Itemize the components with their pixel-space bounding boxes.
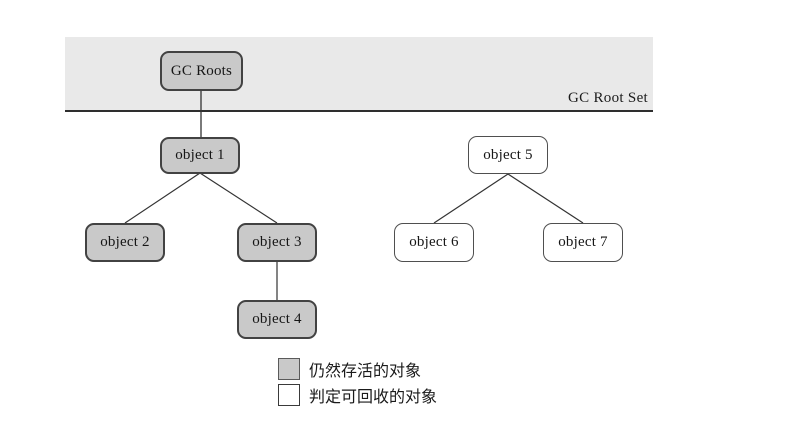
legend-row-recyclable: 判定可回收的对象 (278, 384, 437, 406)
node-object-7: object 7 (543, 223, 623, 262)
legend-label-recyclable: 判定可回收的对象 (309, 389, 438, 406)
node-gc-roots-label: GC Roots (170, 62, 233, 79)
node-object-2-label: object 2 (100, 234, 150, 250)
edge-object1-object3 (199, 172, 278, 224)
node-object-4-label: object 4 (252, 311, 302, 327)
node-object-5-label: object 5 (483, 146, 533, 163)
node-object-3: object 3 (237, 223, 317, 262)
edge-object5-object7 (507, 173, 584, 224)
legend-swatch-alive-icon (278, 358, 300, 380)
legend-label-alive: 仍然存活的对象 (309, 363, 422, 380)
node-object-1-label: object 1 (175, 147, 225, 163)
legend: 仍然存活的对象 判定可回收的对象 (278, 358, 437, 410)
node-object-6-label: object 6 (409, 234, 459, 250)
node-object-1: object 1 (160, 137, 240, 174)
legend-row-alive: 仍然存活的对象 (278, 358, 437, 380)
gc-root-set-label: GC Root Set (568, 90, 648, 106)
edge-object5-object6 (433, 173, 509, 224)
edge-object1-object2 (124, 172, 201, 224)
node-object-7-label: object 7 (558, 234, 608, 250)
node-object-5: object 5 (468, 136, 548, 174)
legend-swatch-recyclable-icon (278, 384, 300, 406)
node-object-3-label: object 3 (252, 234, 302, 250)
node-object-2: object 2 (85, 223, 165, 262)
node-gc-roots: GC Roots (160, 51, 243, 91)
node-object-6: object 6 (394, 223, 474, 262)
node-object-4: object 4 (237, 300, 317, 339)
